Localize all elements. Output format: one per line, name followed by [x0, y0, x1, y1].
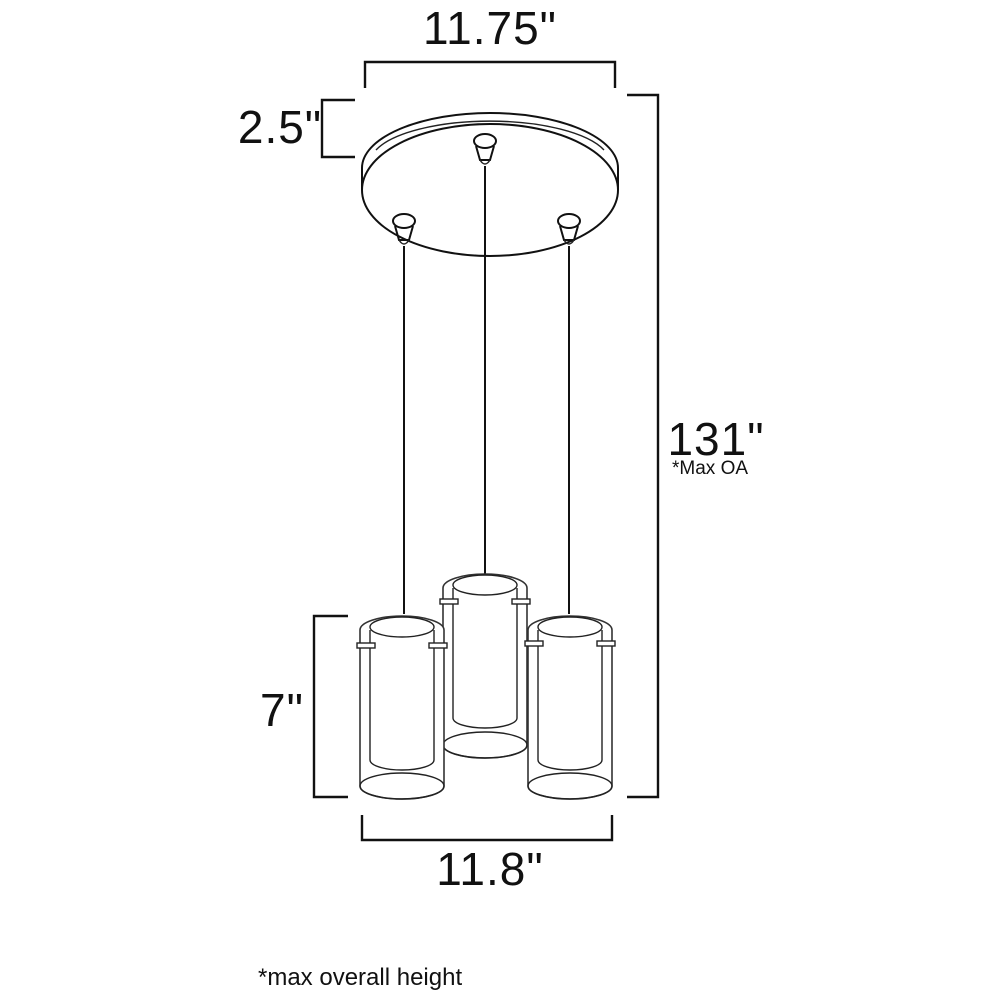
overall-height-bracket — [627, 93, 660, 799]
canopy-width-bracket — [363, 60, 617, 88]
cord-mount-center — [473, 133, 497, 165]
shade-center — [439, 573, 531, 759]
overall-width-bracket — [360, 815, 614, 842]
shade-height-label: 7" — [260, 684, 304, 736]
footnote: *max overall height — [258, 964, 462, 991]
canopy-width-label: 11.75" — [423, 2, 557, 54]
cord-mount-right — [557, 213, 581, 245]
shade-right — [524, 615, 616, 800]
canopy-height-bracket — [320, 98, 355, 159]
overall-height-label: 131" — [667, 413, 764, 465]
canopy-height-label: 2.5" — [238, 101, 322, 153]
overall-width-label: 11.8" — [436, 843, 543, 895]
canopy — [361, 112, 619, 257]
shade-left — [356, 615, 448, 800]
overall-height-note: *Max OA — [672, 458, 748, 479]
cord-mount-left — [392, 213, 416, 245]
shade-height-bracket — [312, 614, 348, 799]
